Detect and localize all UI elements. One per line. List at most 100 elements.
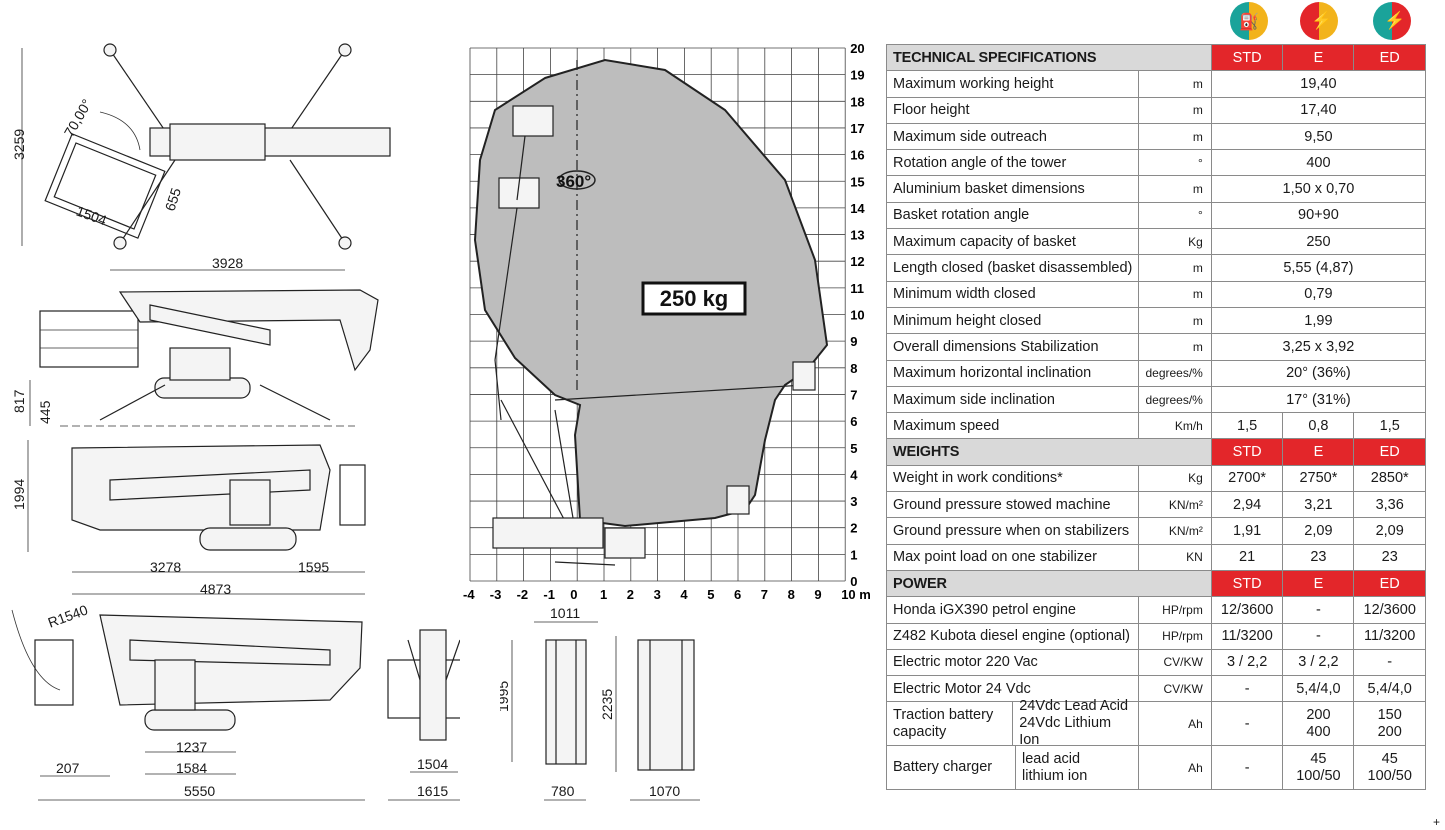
spec-label: Electric Motor 24 Vdc: [885, 675, 1140, 703]
spec-value: 3,25 x 3,92: [1210, 333, 1427, 361]
charger-row-sub1: lead acid: [1022, 750, 1081, 767]
spec-value: 250: [1210, 228, 1427, 256]
spec-value: 400: [1210, 149, 1427, 177]
value-std: -: [1210, 745, 1284, 791]
rotation-label: 360°: [556, 172, 591, 191]
value-std: 2,94: [1210, 491, 1284, 519]
value-e: 2750*: [1282, 464, 1355, 493]
dim-trans-a: 3278: [150, 559, 181, 575]
load-label-box: [641, 281, 747, 316]
x-tick-label: -4: [463, 587, 475, 600]
spec-value: 19,40: [1210, 70, 1427, 98]
value-e: -: [1282, 596, 1355, 624]
e-plug-icon: ⚡: [1311, 11, 1333, 30]
ed-plug-icon: ⚡: [1384, 11, 1406, 30]
y-tick-label: 18: [850, 94, 864, 109]
technical-drawings: 3259 70,00° 1504 655 3928 817 445 199: [11, 43, 460, 801]
spec-label: Z482 Kubota diesel engine (optional): [885, 622, 1140, 650]
spec-value: 20° (36%): [1210, 359, 1427, 387]
value-ed: 12/3600: [1353, 596, 1426, 624]
e-badge-icon: [1300, 2, 1338, 40]
spec-label: Maximum side outreach: [885, 122, 1140, 151]
y-tick-label: 17: [850, 121, 864, 136]
dim-side-height: 817: [11, 389, 27, 413]
front-view-3: 2235 1070: [599, 636, 700, 801]
spec-label: Rotation angle of the tower: [885, 149, 1140, 177]
y-tick-label: 6: [850, 414, 857, 429]
value-ed: 1,5: [1353, 412, 1426, 440]
value-std: 2700*: [1210, 464, 1284, 493]
value-e-2: 400: [1306, 723, 1331, 740]
spec-value: 17° (31%): [1210, 385, 1427, 414]
spec-label: Floor height: [885, 96, 1140, 124]
spec-unit: KN/m²: [1138, 491, 1212, 519]
x-tick-label: -2: [517, 587, 529, 600]
value-ed-1: 150: [1377, 706, 1402, 723]
spec-unit: degrees/%: [1138, 359, 1212, 387]
y-tick-label: 20: [850, 41, 864, 56]
value-std: 1,91: [1210, 517, 1284, 545]
spec-label: Maximum speed: [885, 412, 1140, 440]
dim-closed-offset: 207: [56, 760, 80, 776]
spec-unit: m: [1138, 254, 1212, 282]
value-e: 5,4/4,0: [1282, 675, 1355, 703]
spec-label: Basket rotation angle: [885, 201, 1140, 230]
spec-unit: m: [1138, 306, 1212, 335]
spec-value: 17,40: [1210, 96, 1427, 124]
spec-value: 0,79: [1210, 280, 1427, 308]
battery-row-sub1: 24Vdc Lead Acid: [1019, 698, 1129, 715]
y-tick-label: 2: [850, 521, 857, 536]
power-header: POWER: [886, 569, 1212, 598]
front-view-2: 1011 1995 780: [500, 605, 598, 801]
value-ed-1: 45: [1381, 750, 1398, 767]
x-tick-label: 6: [734, 587, 741, 600]
dim-closed-a: 1237: [176, 739, 207, 755]
x-tick-label: 8: [788, 587, 795, 600]
std-fuel-icon: ⛽: [1239, 14, 1259, 31]
value-e: 0,8: [1282, 412, 1355, 440]
spec-unit: KN: [1138, 543, 1212, 571]
dim-trans-height: 1994: [11, 479, 27, 510]
value-std: 11/3200: [1210, 622, 1284, 650]
x-tick-label: 0: [570, 587, 577, 600]
spec-unit: CV/KW: [1138, 648, 1212, 677]
value-e: -: [1282, 622, 1355, 650]
spec-label: Electric motor 220 Vac: [885, 648, 1140, 677]
technical-specifications-header: TECHNICAL SPECIFICATIONS: [886, 43, 1212, 72]
spec-unit: Ah: [1138, 701, 1212, 747]
y-tick-label: 15: [850, 174, 864, 189]
load-label: 250 kg: [660, 286, 729, 311]
charger-row-sub2: lithium ion: [1022, 767, 1088, 784]
spec-label: Maximum horizontal inclination: [885, 359, 1140, 387]
value-ed: 2,09: [1353, 517, 1426, 545]
col-std-header: STD: [1210, 438, 1284, 466]
col-std-header: STD: [1210, 43, 1284, 72]
dim-front-basket: 1504: [417, 756, 448, 772]
spec-unit: m: [1138, 122, 1212, 151]
x-tick-label: 4: [680, 587, 688, 600]
y-tick-label: 12: [850, 254, 864, 269]
dim-radius: R1540: [46, 601, 90, 630]
value-std: 12/3600: [1210, 596, 1284, 624]
dim-basket-depth: 655: [162, 186, 185, 213]
dim-front2-bottom: 780: [551, 783, 575, 799]
value-ed: 2850*: [1353, 464, 1426, 493]
spec-unit: Ah: [1138, 745, 1212, 791]
power-row: Z482 Kubota diesel engine (optional)HP/r…: [885, 622, 1426, 650]
